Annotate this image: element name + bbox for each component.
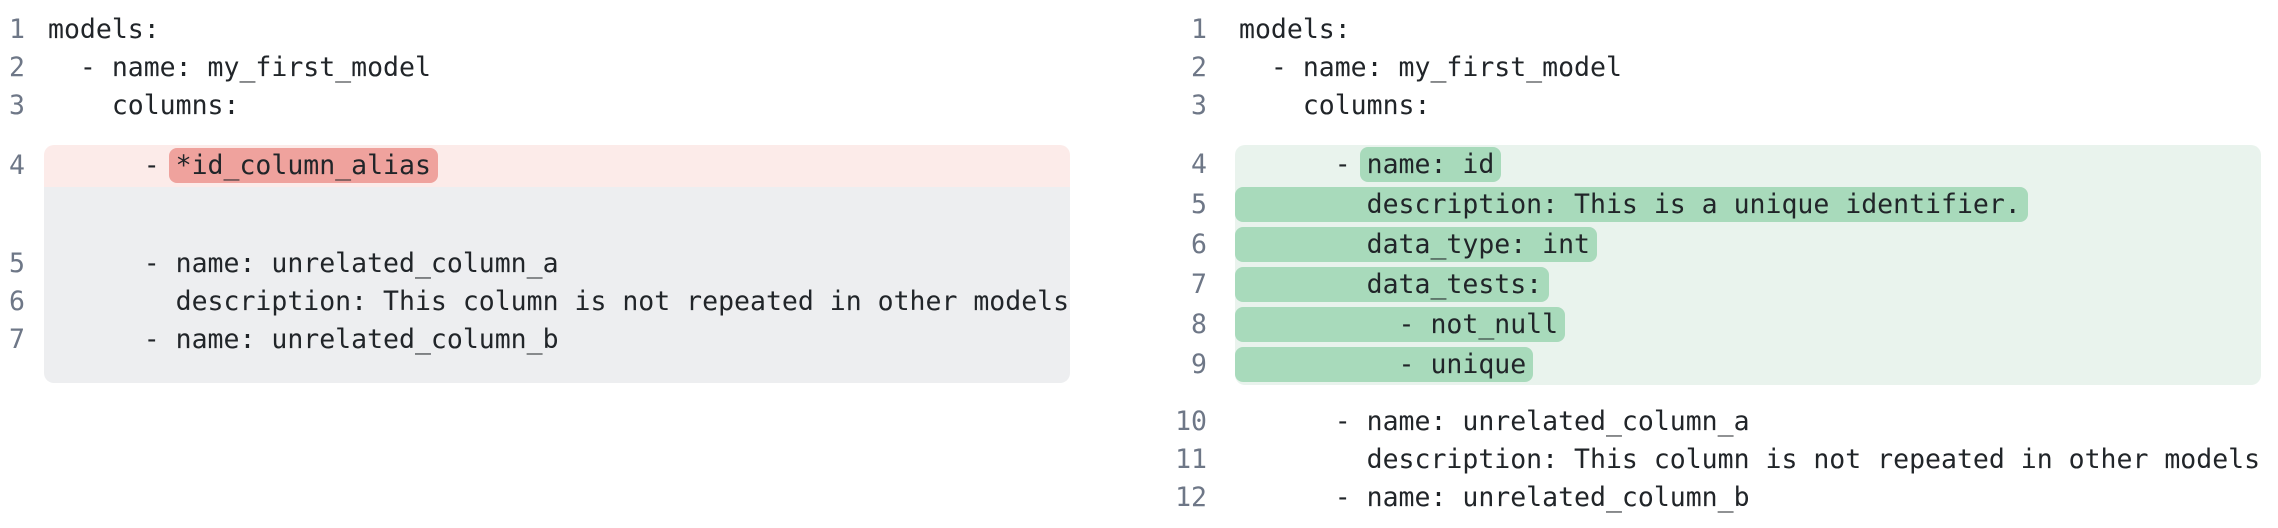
code-text: columns: <box>1239 90 1431 121</box>
code-text: models: <box>1239 14 1351 45</box>
added-token: data_tests: <box>1235 267 1550 302</box>
added-token: description: This is a unique identifier… <box>1235 187 2028 222</box>
line-number: 4 <box>1191 149 1207 180</box>
line-number: 1 <box>9 14 25 45</box>
code-line: 12 - name: unrelated_column_b <box>1139 479 2278 517</box>
line-number: 3 <box>1191 90 1207 121</box>
line-number: 5 <box>9 248 25 279</box>
addition-block: 4 - name: id 5 description: This is a un… <box>1139 145 2278 385</box>
line-number: 12 <box>1175 482 1207 513</box>
code-line: 11 description: This column is not repea… <box>1139 441 2278 479</box>
added-token: - unique <box>1235 347 1534 382</box>
line-number: 11 <box>1175 444 1207 475</box>
code-line: 2 - name: my_first_model <box>0 49 1139 87</box>
line-number: 7 <box>1191 269 1207 300</box>
added-line-background: data_type: int <box>1235 225 2261 265</box>
code-line: 1 models: <box>0 11 1139 49</box>
line-number: 3 <box>9 90 25 121</box>
code-text: columns: <box>48 90 240 121</box>
line-number: 1 <box>1191 14 1207 45</box>
code-line: 1 models: <box>1139 11 2278 49</box>
code-text: description: This column is not repeated… <box>1239 444 2261 475</box>
code-line: 2 - name: my_first_model <box>1139 49 2278 87</box>
deleted-code-line: 4 - *id_column_alias <box>0 145 1139 187</box>
code-line: 3 columns: <box>0 87 1139 125</box>
line-number: 5 <box>1191 189 1207 220</box>
added-line-background: - not_null <box>1235 305 2261 345</box>
code-text: - name: unrelated_column_a <box>48 248 559 279</box>
line-number: 6 <box>1191 229 1207 260</box>
code-line: 3 columns: <box>1139 87 2278 125</box>
code-text: models: <box>48 14 160 45</box>
added-line-background: description: This is a unique identifier… <box>1235 185 2261 225</box>
code-text: - <box>48 150 176 181</box>
added-code-line: 9 - unique <box>1139 345 2278 385</box>
added-code-line: 4 - name: id <box>1139 145 2278 185</box>
code-text: - name: my_first_model <box>1239 52 1622 83</box>
code-text: - name: my_first_model <box>48 52 431 83</box>
line-number: 8 <box>1191 309 1207 340</box>
added-token: name: id <box>1359 147 1502 182</box>
code-text: - name: unrelated_column_b <box>48 324 559 355</box>
added-code-line: 6 data_type: int <box>1139 225 2278 265</box>
added-code-line: 8 - not_null <box>1139 305 2278 345</box>
code-text: - name: unrelated_column_a <box>1239 406 1750 437</box>
code-line: 6 description: This column is not repeat… <box>0 283 1139 321</box>
code-line: 10 - name: unrelated_column_a <box>1139 403 2278 441</box>
code-line: 7 - name: unrelated_column_b <box>0 321 1139 359</box>
added-line-background: - unique <box>1235 345 2261 385</box>
line-number: 10 <box>1175 406 1207 437</box>
added-code-line: 5 description: This is a unique identifi… <box>1139 185 2278 225</box>
code-text: description: This column is not repeated… <box>48 286 1070 317</box>
deleted-line-background: - *id_column_alias <box>44 145 1070 187</box>
added-line-background: - name: id <box>1235 145 2261 185</box>
diff-pane-before: 1 models: 2 - name: my_first_model 3 col… <box>0 11 1139 383</box>
line-number: 2 <box>9 52 25 83</box>
alignment-filler <box>44 187 1070 383</box>
line-number: 7 <box>9 324 25 355</box>
added-token: data_type: int <box>1235 227 1597 262</box>
line-number: 9 <box>1191 349 1207 380</box>
added-code-line: 7 data_tests: <box>1139 265 2278 305</box>
deleted-token: *id_column_alias <box>168 148 438 183</box>
line-number: 4 <box>9 150 25 181</box>
line-number: 2 <box>1191 52 1207 83</box>
line-number-empty <box>0 187 25 225</box>
added-token: - not_null <box>1235 307 1566 342</box>
code-text: - name: unrelated_column_b <box>1239 482 1750 513</box>
code-text: - <box>1239 149 1367 180</box>
diff-pane-after: 1 models: 2 - name: my_first_model 3 col… <box>1139 0 2278 528</box>
line-number: 6 <box>9 286 25 317</box>
deletion-block: 4 - *id_column_alias <box>0 145 1139 383</box>
alignment-filler-row <box>0 187 1139 383</box>
code-line: 5 - name: unrelated_column_a <box>0 245 1139 283</box>
added-line-background: data_tests: <box>1235 265 2261 305</box>
